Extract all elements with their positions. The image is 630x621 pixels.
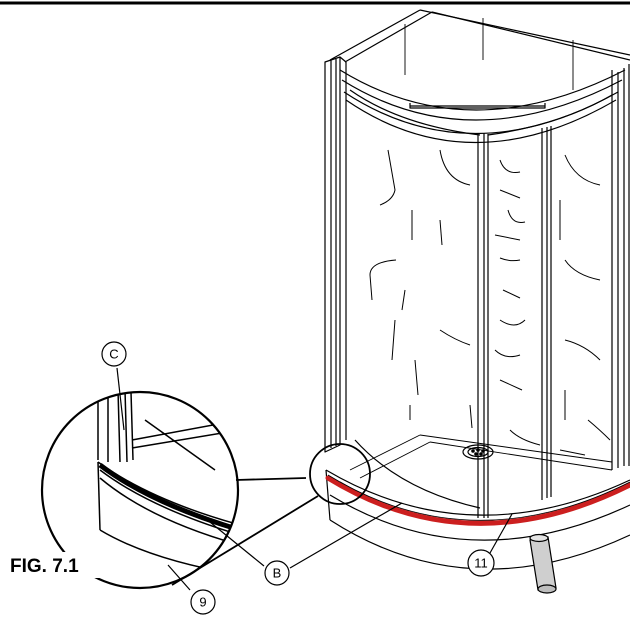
callout-b-leader-enclosure xyxy=(289,502,403,569)
callout-11-leader xyxy=(489,513,513,554)
figure-label-backdrop xyxy=(8,552,110,578)
top-frame xyxy=(329,9,630,144)
floor-lines xyxy=(349,434,613,479)
glass-reflections xyxy=(369,149,611,456)
callout-b-circle xyxy=(264,560,290,586)
detail-focus-circle xyxy=(309,443,371,505)
callout-c-leader xyxy=(116,367,125,431)
callout-c-circle xyxy=(101,341,127,367)
magnified-detail-circle xyxy=(40,390,240,590)
detail-seal-strip xyxy=(98,463,238,533)
callout-c-label: C xyxy=(109,347,118,362)
callout-b-label: B xyxy=(273,566,282,581)
seal-strip-highlight xyxy=(325,475,630,526)
callout-9-circle xyxy=(190,589,216,615)
detail-connector-top xyxy=(235,477,307,481)
left-wall-profile xyxy=(324,56,347,453)
magnified-detail xyxy=(97,392,238,576)
callout-11-label: 11 xyxy=(474,556,488,571)
callout-11-circle xyxy=(467,549,495,577)
figure-label: FIG. 7.1 xyxy=(10,556,79,577)
floor-drain xyxy=(462,444,494,460)
right-wall-profile xyxy=(611,64,630,470)
shower-enclosure xyxy=(324,9,630,570)
back-wall-lines xyxy=(404,18,574,90)
seal-strip-edge xyxy=(327,474,630,521)
drain-pipe xyxy=(529,533,557,594)
callout-b-leader-detail xyxy=(204,517,265,567)
callout-9-label: 9 xyxy=(199,595,206,610)
door-frames xyxy=(349,89,613,518)
callout-9-leader xyxy=(167,564,191,591)
